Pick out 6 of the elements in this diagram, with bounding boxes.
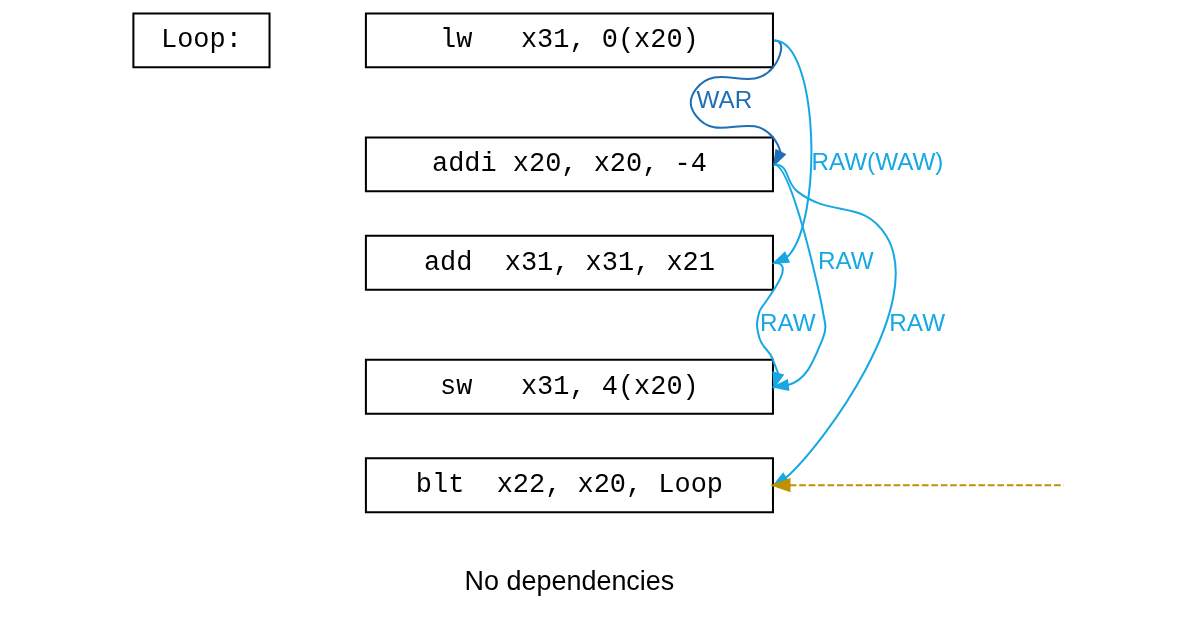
edge-label: WAR bbox=[696, 86, 753, 114]
edge-label: RAW bbox=[889, 308, 946, 336]
label: No dependencies bbox=[464, 566, 675, 597]
edge-label: RAW bbox=[817, 246, 874, 274]
edge-label: RAW(WAW) bbox=[811, 148, 944, 176]
edge-label: RAW bbox=[759, 308, 816, 336]
